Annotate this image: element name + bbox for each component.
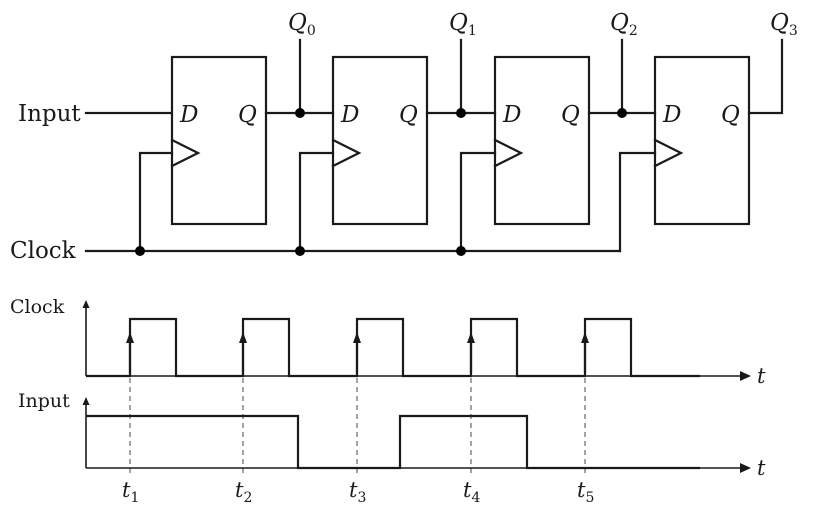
q-label: Q	[238, 102, 257, 128]
d-label: D	[662, 102, 681, 128]
clock-feed	[298, 151, 335, 253]
junction-dot	[295, 246, 305, 256]
arrow-right-icon	[740, 371, 751, 381]
arrow-up-icon	[239, 332, 247, 343]
timing-clock-label: Clock	[10, 296, 65, 318]
q3-tap	[747, 38, 784, 115]
time-marker-t3: t3	[349, 478, 366, 506]
q-label: Q	[399, 102, 418, 128]
junction-dot	[295, 108, 305, 118]
circuit: Input Clock D Q D Q D Q	[10, 10, 798, 264]
clock-triangle-icon	[653, 138, 684, 168]
flip-flop-1: D Q	[135, 55, 268, 256]
arrow-up-icon	[467, 332, 475, 343]
junction-dot	[617, 108, 627, 118]
timing-diagram: Clock t Input	[10, 296, 766, 506]
time-marker-t1: t1	[122, 478, 139, 506]
q-label: Q	[561, 102, 580, 128]
junction-dot	[456, 108, 466, 118]
time-marker-t4: t4	[463, 478, 480, 506]
sample-lines	[129, 378, 586, 475]
flip-flop-body	[653, 55, 751, 226]
input-waveform	[86, 414, 700, 470]
time-marker-t5: t5	[577, 478, 594, 506]
flip-flop-2: D Q	[295, 55, 429, 256]
time-markers: t1 t2 t3 t4 t5	[122, 478, 594, 506]
arrow-up-icon	[353, 332, 361, 343]
timing-input-label: Input	[18, 390, 70, 412]
output-label-q1: Q1	[449, 10, 477, 39]
q-label: Q	[721, 102, 740, 128]
arrow-up-icon	[82, 300, 90, 308]
d-label: D	[340, 102, 359, 128]
clock-label: Clock	[10, 238, 77, 264]
clock-feed	[459, 151, 497, 253]
flip-flop-4: D Q	[618, 55, 751, 253]
clock-t-label: t	[757, 364, 766, 388]
d-label: D	[502, 102, 521, 128]
input-label: Input	[18, 101, 81, 127]
junction-dot	[456, 246, 466, 256]
clock-waveform	[86, 317, 700, 378]
clock-triangle-icon	[493, 138, 524, 168]
flip-flop-body	[170, 55, 268, 226]
output-label-q2: Q2	[610, 10, 638, 39]
clock-triangle-icon	[170, 138, 201, 168]
rising-edge-arrows	[126, 332, 589, 374]
clock-feed	[138, 151, 174, 253]
flip-flop-body	[331, 55, 429, 226]
output-label-q3: Q3	[770, 10, 798, 39]
clock-feed	[618, 151, 657, 253]
time-marker-t2: t2	[235, 478, 252, 506]
clock-triangle-icon	[331, 138, 362, 168]
flip-flop-body	[493, 55, 591, 226]
d-label: D	[179, 102, 198, 128]
output-label-q0: Q0	[288, 10, 316, 39]
flip-flop-3: D Q	[456, 55, 591, 256]
arrow-up-icon	[126, 332, 134, 343]
arrow-up-icon	[82, 397, 90, 405]
arrow-right-icon	[740, 463, 751, 473]
input-t-label: t	[757, 456, 766, 480]
junction-dot	[135, 246, 145, 256]
arrow-up-icon	[581, 332, 589, 343]
